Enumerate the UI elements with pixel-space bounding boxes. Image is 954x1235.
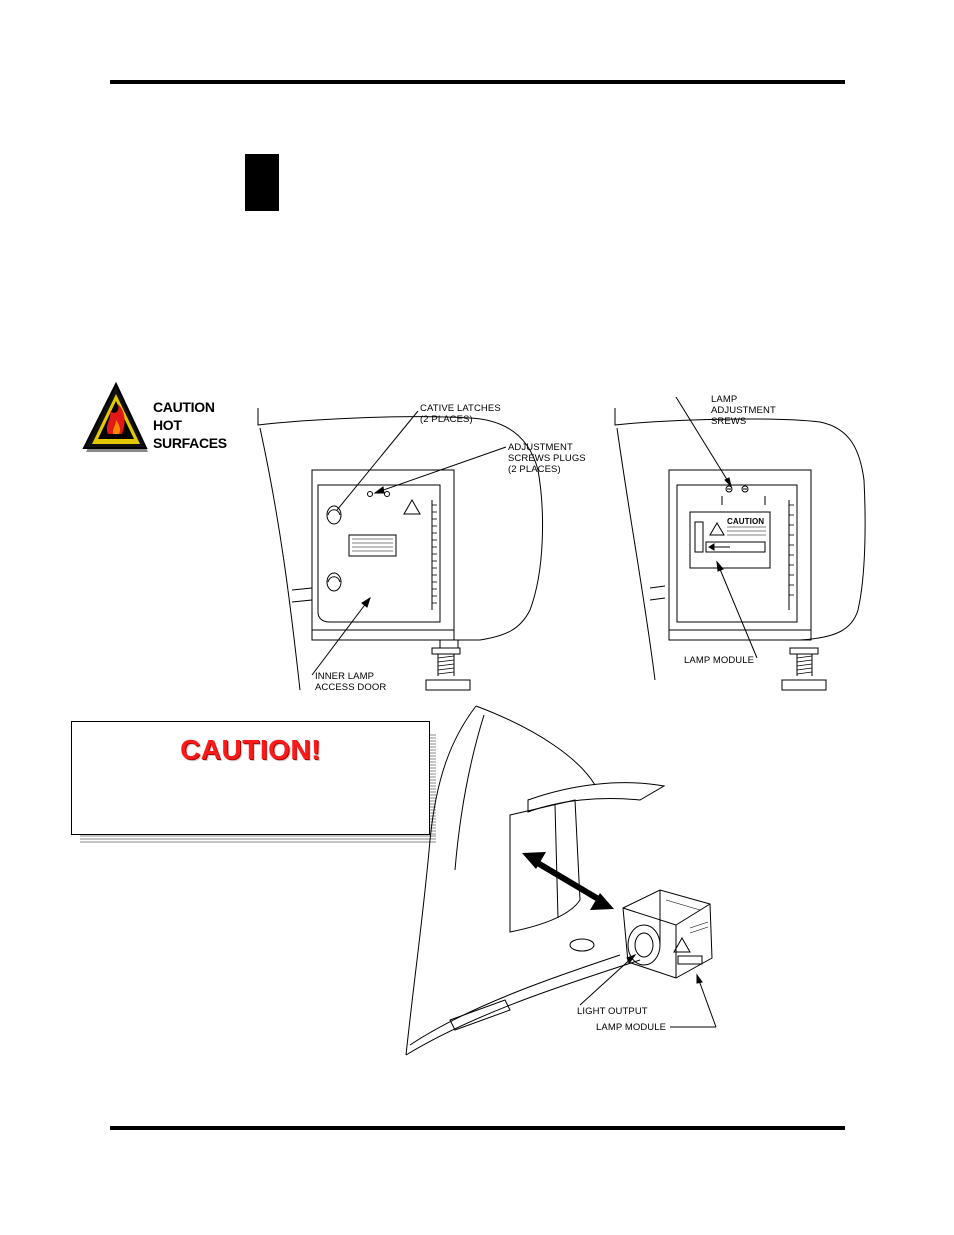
label-captive-latches-line-2: (2 PLACES) <box>420 414 473 425</box>
caution-box: CAUTION! <box>71 721 430 835</box>
label-adjustment-plugs: ADJUSTMENT SCREWS PLUGS (2 PLACES) <box>508 442 586 475</box>
module-caution-label: CAUTION <box>727 517 764 526</box>
left-projector-drawing <box>257 408 544 691</box>
caution-title: CAUTION! <box>180 734 321 765</box>
label-lamp-module-bottom-text: LAMP MODULE <box>596 1022 667 1033</box>
label-lamp-adjustment-screws-line-2: ADJUSTMENT <box>711 405 776 416</box>
removal-direction-arrow <box>522 852 614 910</box>
hot-surface-line-3: SURFACES <box>153 435 227 451</box>
label-lamp-module-right: LAMP MODULE <box>684 655 754 666</box>
label-inner-lamp-door-line-2: ACCESS DOOR <box>315 682 387 693</box>
label-lamp-adjustment-screws-line-1: LAMP <box>711 394 738 405</box>
label-adjustment-plugs-line-2: SCREWS PLUGS <box>508 453 586 464</box>
hot-surface-line-1: CAUTION <box>153 399 215 415</box>
caution-box-shadow <box>80 734 436 843</box>
label-lamp-module-bottom: LAMP MODULE <box>596 1022 666 1033</box>
label-lamp-adjustment-screws-line-3: SREWS <box>711 416 747 427</box>
label-lamp-adjustment-screws: LAMP ADJUSTMENT SREWS <box>711 394 776 427</box>
label-captive-latches-line-1: CATIVE LATCHES <box>420 403 501 414</box>
label-adjustment-plugs-line-3: (2 PLACES) <box>508 464 561 475</box>
hot-surface-line-2: HOT <box>153 417 182 433</box>
label-adjustment-plugs-line-1: ADJUSTMENT <box>508 442 573 453</box>
module-caution-text: CAUTION <box>727 517 765 526</box>
lamp-removal-drawing <box>405 705 717 1056</box>
label-captive-latches: CATIVE LATCHES (2 PLACES) <box>420 403 501 425</box>
header-rule <box>110 80 845 84</box>
label-inner-lamp-door-line-1: INNER LAMP <box>315 671 375 682</box>
label-lamp-module-right-text: LAMP MODULE <box>684 655 755 666</box>
section-marker <box>245 154 279 211</box>
footer-rule <box>110 1126 845 1130</box>
right-projector-drawing <box>614 396 866 691</box>
label-inner-lamp-door: INNER LAMP ACCESS DOOR <box>315 671 386 693</box>
label-light-output: LIGHT OUTPUT <box>577 1006 648 1017</box>
hot-surface-warning-icon <box>82 381 148 452</box>
label-light-output-text: LIGHT OUTPUT <box>577 1006 648 1017</box>
hot-surface-warning-text: CAUTION HOT SURFACES <box>153 398 227 452</box>
